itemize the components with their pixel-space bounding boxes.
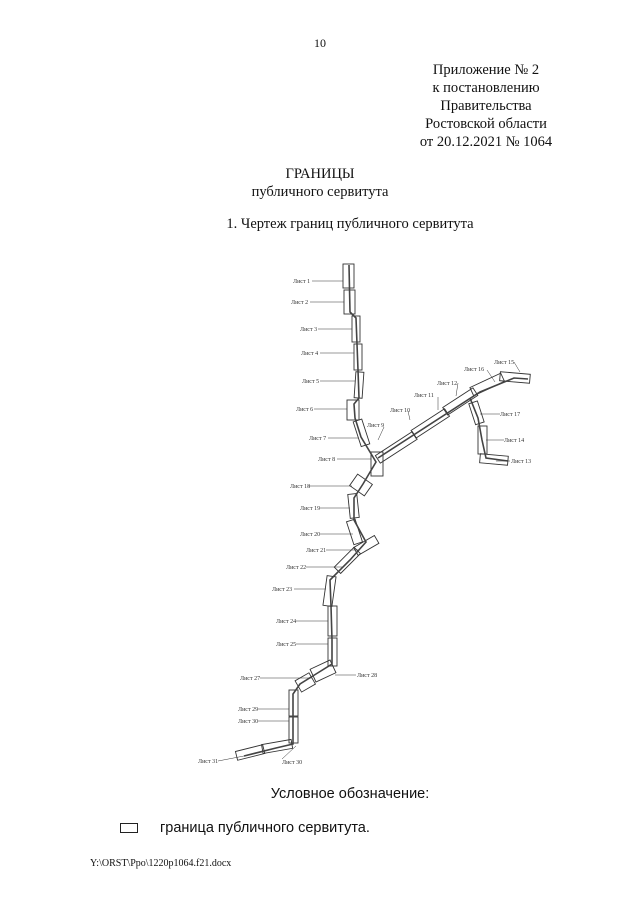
sheet-frame [348, 473, 374, 497]
sheet-label: Лист 19 [300, 506, 320, 512]
sheet-label: Лист 8 [318, 457, 335, 463]
sheet-label: Лист 7 [309, 436, 326, 442]
sheet-label: Лист 23 [272, 587, 292, 593]
sheet-frame [322, 575, 337, 608]
title-main: ГРАНИЦЫ [285, 166, 355, 182]
file-path: Y:\ORST\Ppo\1220p1064.f21.docx [90, 858, 232, 869]
sheet-label: Лист 1 [293, 279, 310, 285]
sheet-label: Лист 28 [357, 673, 377, 679]
document-title: ГРАНИЦЫ публичного сервитута [0, 165, 640, 201]
sheet-label: Лист 24 [276, 619, 296, 625]
page-number: 10 [314, 36, 326, 50]
sheet-label: Лист 6 [296, 407, 313, 413]
sheet-label: Лист 3 [300, 327, 317, 333]
sheet-label: Лист 25 [276, 642, 296, 648]
appendix-line: Правительства [440, 98, 532, 114]
section-heading: 1. Чертеж границ публичного сервитута [226, 216, 474, 232]
sheet-frame [345, 518, 364, 546]
sheet-label: Лист 12 [437, 381, 457, 387]
sheet-label: Лист 27 [240, 676, 260, 682]
sheet-label: Лист 29 [238, 707, 258, 713]
sheet-frame [346, 399, 360, 421]
legend-item: граница публичного сервитута. [120, 820, 370, 836]
sheet-label: Лист 31 [198, 759, 218, 765]
sheet-frame [499, 371, 531, 384]
corridor-centerline [243, 264, 529, 757]
legend-item-label: граница публичного сервитута. [160, 820, 370, 836]
sheet-label: Лист 5 [302, 379, 319, 385]
sheet-label: Лист 4 [301, 351, 318, 357]
sheet-frame [352, 534, 380, 556]
sheet-frame [261, 738, 294, 755]
appendix-line: Ростовской области [425, 116, 547, 132]
sheet-frame [370, 451, 384, 477]
sheet-frame [342, 263, 355, 289]
sheet-label: Лист 15 [494, 360, 514, 366]
leader-lines [217, 280, 521, 762]
sheet-label: Лист 18 [290, 484, 310, 490]
sheet-label: Лист 14 [504, 438, 524, 444]
boundary-swatch-icon [120, 823, 138, 833]
sheet-label: Лист 30 [282, 760, 302, 766]
sheet-label: Лист 16 [464, 367, 484, 373]
title-sub: публичного сервитута [251, 184, 389, 200]
legend-title: Условное обозначение: [270, 786, 430, 802]
sheet-label: Лист 13 [511, 459, 531, 465]
sheet-frame [468, 400, 485, 426]
sheet-label: Лист 30 [238, 719, 258, 725]
sheet-label: Лист 22 [286, 565, 306, 571]
sheet-label: Лист 11 [414, 393, 434, 399]
easement-drawing: Лист 1 Лист 2 Лист 3 Лист 4 Лист 5 Лист … [198, 263, 531, 766]
sheet-frame [333, 546, 362, 575]
sheet-label: Лист 20 [300, 532, 320, 538]
sheet-frame [442, 387, 479, 416]
sheet-frame [234, 744, 266, 761]
appendix-line: от 20.12.2021 № 1064 [419, 134, 553, 150]
easement-corridor [234, 263, 531, 761]
sheet-label: Лист 10 [390, 408, 410, 414]
appendix-line: Приложение № 2 [432, 62, 540, 78]
sheet-labels: Лист 1 Лист 2 Лист 3 Лист 4 Лист 5 Лист … [198, 279, 531, 766]
sheet-label: Лист 17 [500, 412, 520, 418]
sheet-label: Лист 21 [306, 548, 326, 554]
sheet-label: Лист 9 [367, 423, 384, 429]
appendix-line: к постановлению [432, 80, 540, 96]
sheet-label: Лист 2 [291, 300, 308, 306]
appendix-block: Приложение № 2 к постановлению Правитель… [386, 61, 586, 151]
